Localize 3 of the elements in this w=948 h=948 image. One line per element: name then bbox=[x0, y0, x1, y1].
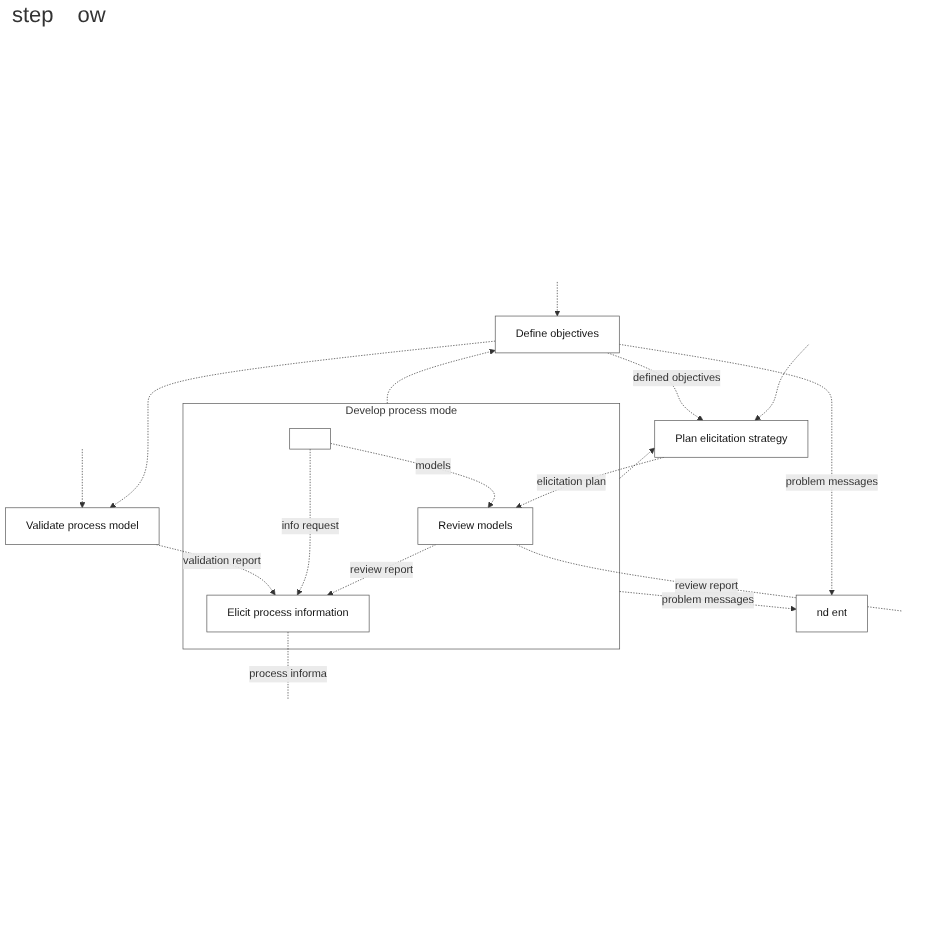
note-text: step bbox=[12, 4, 54, 28]
note-text: ow bbox=[77, 4, 106, 28]
node-box bbox=[289, 427, 331, 449]
